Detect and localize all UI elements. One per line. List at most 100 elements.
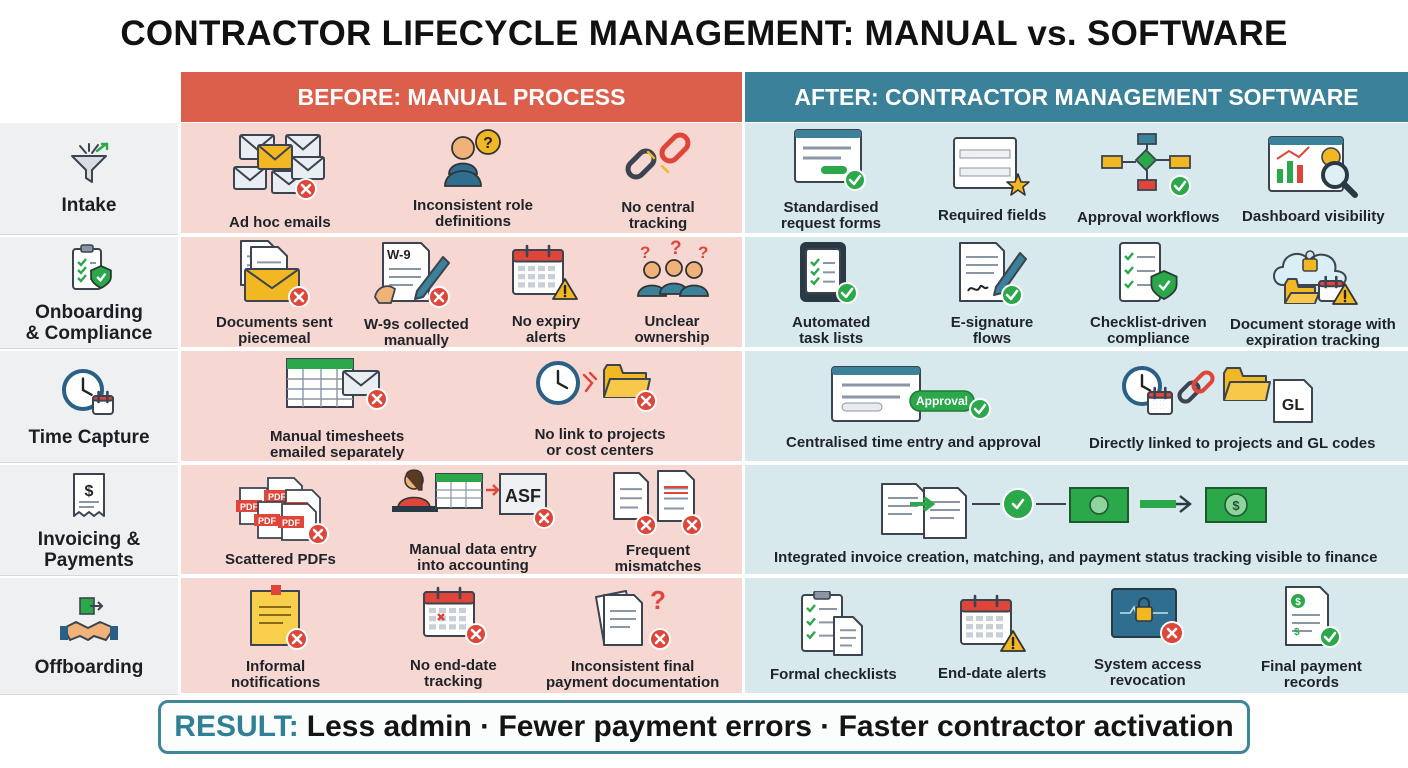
after-item-caption: End-date alerts [938,665,1047,682]
svg-text:$: $ [1296,597,1302,608]
before-item-caption: Ad hoc emails [229,214,331,231]
docs-question-icon: ? [590,583,676,656]
before-item-caption: Scattered PDFs [225,551,336,568]
row-label: Onboarding& Compliance [0,237,178,349]
form-icon [791,126,871,197]
clock-folder-icon [534,355,666,424]
after-item-caption: Required fields [938,207,1047,224]
svg-text:PDF: PDF [268,492,287,502]
time-entry-approval-icon: Approval [824,363,1004,432]
tablet-checklist-icon [795,239,867,312]
sticky-note-icon [237,583,315,656]
before-item: PDFPDFPDFPDFPDFScattered PDFs [225,474,336,568]
confused-people-icon: ??? [630,238,714,311]
after-item-caption: Directly linked to projects and GL codes [1089,435,1376,452]
svg-text:PDF: PDF [258,516,277,526]
checklist-shield-icon [1110,239,1186,312]
mismatch-docs-icon [608,467,708,540]
page-title: CONTRACTOR LIFECYCLE MANAGEMENT: MANUAL … [120,14,1288,53]
broken-link-icon [618,126,698,197]
svg-text:?: ? [670,240,682,259]
svg-text:?: ? [698,243,708,262]
calendar-x-icon [414,584,492,655]
svg-text:?: ? [650,585,666,615]
row-label: Intake [0,123,178,235]
cloud-storage-icon [1265,239,1361,314]
pdf-stack-icon: PDFPDFPDFPDFPDF [230,474,330,549]
formal-checklist-icon [794,590,872,664]
after-item: End-date alerts [938,592,1046,682]
result-label: RESULT: [174,710,299,743]
after-item-caption: Approval workflows [1077,209,1220,226]
handshake-exit-icon [60,596,118,657]
lock-screen-icon [1106,585,1190,654]
calendar-warning-icon [507,240,585,311]
payment-record-icon: $$ [1272,583,1350,656]
after-header: AFTER: CONTRACTOR MANAGEMENT SOFTWARE [745,72,1408,122]
spreadsheet-email-icon [281,353,393,426]
w9-form-icon: W-9 [373,239,459,314]
required-fields-icon [950,134,1034,205]
clipboard-shield-icon [63,243,115,302]
svg-text:PDF: PDF [240,502,259,512]
after-item: Required fields [938,134,1046,224]
after-item: Dashboard visibility [1242,133,1385,225]
svg-text:PDF: PDF [282,518,301,528]
after-item-caption: Integrated invoice creation, matching, a… [774,549,1378,566]
svg-text:?: ? [483,135,493,152]
person-question-icon: ? [433,128,513,195]
row-label-text: Time Capture [28,427,150,448]
before-header: BEFORE: MANUAL PROCESS [181,72,742,122]
manual-entry-icon: ASF [388,468,558,539]
invoice-payment-flow-icon: $ [876,476,1276,547]
workflow-icon [1098,132,1198,207]
row-label-text: Onboarding& Compliance [25,301,153,344]
row-label: $Invoicing &Payments [0,465,178,576]
after-item: Approval workflows [1077,132,1220,226]
row-label-text: Offboarding [34,656,144,678]
svg-text:W-9: W-9 [387,247,411,262]
dashboard-icon [1265,133,1361,206]
row-label-text: Intake [61,195,117,216]
result-banner: RESULT: Less admin · Fewer payment error… [158,700,1250,754]
svg-text:$: $ [1294,627,1300,638]
after-item-caption: Centralised time entry and approval [786,434,1042,451]
approval-badge: Approval [916,394,968,408]
documents-envelope-icon [231,239,317,312]
svg-text:ASF: ASF [505,486,541,506]
row-label: Time Capture [0,351,178,463]
funnel-icon [64,142,114,195]
